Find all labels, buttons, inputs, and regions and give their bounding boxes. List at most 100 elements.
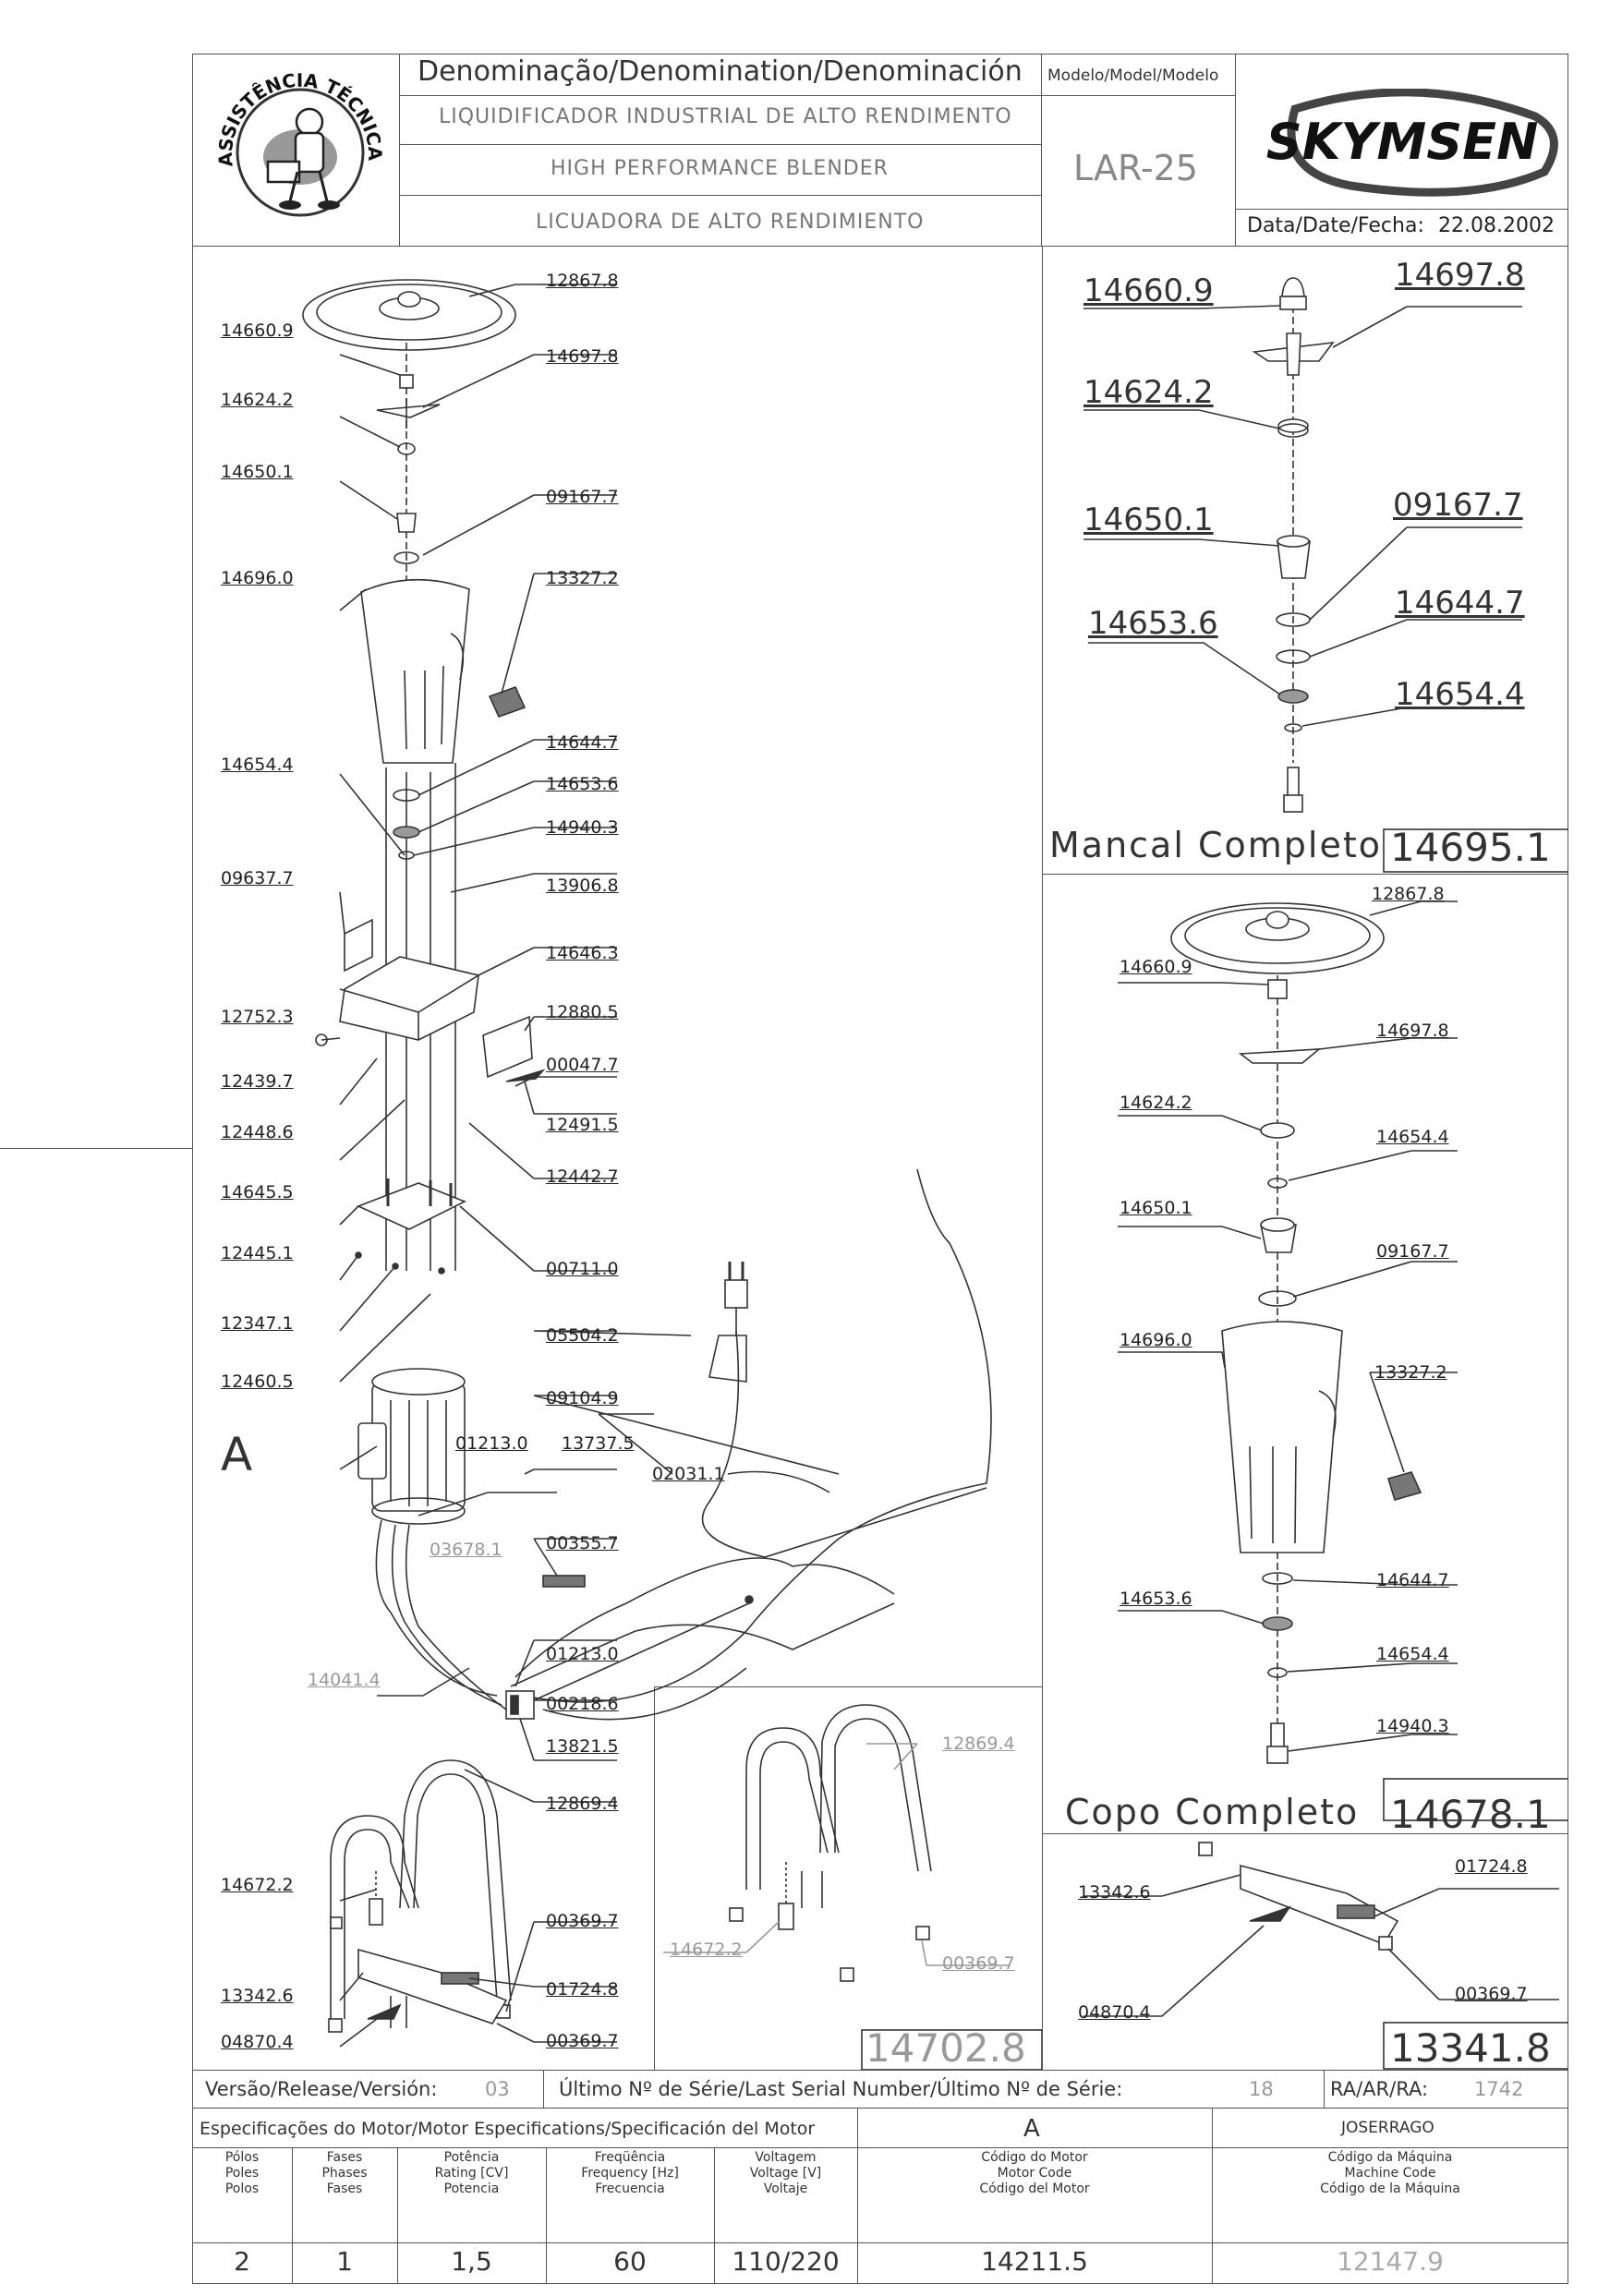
part-label: 12445.1: [221, 1243, 294, 1263]
footer-divider: [543, 2070, 544, 2108]
part-label: 12460.5: [221, 1372, 294, 1392]
description-pt: LIQUIDIFICADOR INDUSTRIAL DE ALTO RENDIM…: [439, 105, 1012, 128]
mancal-title: Mancal Completo: [1049, 825, 1382, 865]
part-label: 14645.5: [221, 1182, 294, 1202]
support-view: [663, 1704, 1042, 2070]
part-label: 00369.7: [942, 1953, 1015, 1974]
copo-title: Copo Completo: [1065, 1792, 1360, 1832]
part-label: 09637.7: [221, 868, 294, 888]
mancal-code: 14695.1: [1390, 825, 1551, 870]
part-label: 14041.4: [308, 1670, 381, 1690]
date-value: 22.08.2002: [1438, 214, 1555, 237]
model-label: Modelo/Model/Modelo: [1047, 66, 1219, 85]
engineer-name: JOSERRAGO: [1341, 2119, 1434, 2137]
ra-value: 1742: [1474, 2078, 1524, 2100]
description-es: LICUADORA DE ALTO RENDIMIENTO: [536, 211, 925, 234]
part-label: 13327.2: [546, 568, 619, 588]
part-label: 12869.4: [942, 1734, 1015, 1754]
base-assembly-view: [1083, 1842, 1568, 2070]
footer-divider: [397, 2147, 398, 2284]
main-exploded-view: [302, 279, 992, 2048]
authorized-service-seal: ASSISTÊNCIA TÉCNICA AUTORIZADA: [212, 65, 386, 217]
spec-value-phases: 1: [336, 2246, 353, 2277]
part-label: 09104.9: [546, 1388, 619, 1408]
footer-divider: [714, 2147, 715, 2284]
part-label: 13906.8: [546, 876, 619, 896]
part-label: 14653.6: [1120, 1589, 1192, 1609]
description-en: HIGH PERFORMANCE BLENDER: [551, 157, 889, 180]
part-label: 00355.7: [546, 1533, 619, 1553]
part-label: 14644.7: [1376, 1570, 1449, 1590]
motor-label: A: [221, 1428, 253, 1481]
footer-divider: [1324, 2070, 1325, 2108]
part-label: 01724.8: [546, 1979, 619, 2000]
part-label: 14696.0: [1120, 1330, 1192, 1350]
footer-line-3: [192, 2242, 1568, 2243]
part-label: 14940.3: [546, 817, 619, 838]
part-label: 01213.0: [546, 1644, 619, 1664]
jar-assembly-view: [1118, 900, 1568, 1821]
header-divider-2: [1041, 54, 1042, 246]
part-label: 00369.7: [1455, 1984, 1528, 2004]
date-label: Data/Date/Fecha:: [1247, 214, 1424, 237]
part-label: 14940.3: [1376, 1716, 1449, 1736]
part-label: 12442.7: [546, 1166, 619, 1187]
serial-label: Último Nº de Série/Last Serial Number/Úl…: [559, 2078, 1123, 2100]
part-label: 13327.2: [1374, 1362, 1447, 1383]
part-label: 14644.7: [1395, 585, 1525, 622]
part-label: 14660.9: [1083, 272, 1214, 309]
part-label: 00218.6: [546, 1694, 619, 1714]
part-label: 04870.4: [221, 2032, 294, 2052]
ra-label: RA/AR/RA:: [1330, 2078, 1429, 2100]
part-label: 14660.9: [1120, 957, 1192, 977]
part-label: 14624.2: [1083, 374, 1214, 411]
support-top-line: [654, 1686, 1042, 1687]
part-label: 14646.3: [546, 943, 619, 963]
part-label: 14624.2: [1120, 1093, 1192, 1113]
part-label: 13821.5: [546, 1736, 619, 1757]
part-label: 09167.7: [546, 487, 619, 507]
motor-spec-label: Especificações do Motor/Motor Especifica…: [200, 2119, 816, 2139]
part-label: 00369.7: [546, 1911, 619, 1931]
part-label: 12347.1: [221, 1313, 294, 1334]
part-label: 05504.2: [546, 1325, 619, 1346]
part-label: 09167.7: [1376, 1241, 1449, 1262]
part-label: 12867.8: [1372, 884, 1445, 904]
header-row-line-3: [399, 195, 1041, 196]
sheet-border: [192, 54, 1568, 2284]
part-label: 01213.0: [455, 1433, 528, 1454]
part-label: 14660.9: [221, 320, 294, 341]
part-label: 02031.1: [652, 1464, 725, 1484]
part-label: 14650.1: [221, 462, 294, 482]
part-label: 14653.6: [546, 774, 619, 794]
part-label: 14654.4: [1376, 1127, 1449, 1147]
footer-divider: [546, 2147, 547, 2284]
part-label: 12752.3: [221, 1007, 294, 1027]
part-label: 14650.1: [1120, 1198, 1192, 1218]
header-row-line-1: [399, 95, 1041, 96]
part-label: 14654.4: [1395, 676, 1525, 713]
serial-value: 18: [1249, 2078, 1274, 2100]
part-label: 14624.2: [221, 390, 294, 410]
part-label: 14654.4: [1376, 1644, 1449, 1664]
part-label: 04870.4: [1078, 2002, 1151, 2023]
model-row-line: [1041, 95, 1235, 96]
part-label: 12869.4: [546, 1794, 619, 1814]
spec-value-rating: 1,5: [451, 2246, 492, 2277]
part-label: 12491.5: [546, 1115, 619, 1135]
part-label: 14653.6: [1088, 605, 1218, 642]
part-label: 12880.5: [546, 1002, 619, 1022]
part-label: 12439.7: [221, 1071, 294, 1092]
spec-value-motor-code: 14211.5: [981, 2246, 1088, 2277]
part-label: 09167.7: [1393, 487, 1523, 524]
skymsen-logo: SKYMSEN: [1266, 89, 1558, 197]
footer-line-1: [192, 2108, 1568, 2109]
footer-divider: [1212, 2108, 1213, 2284]
